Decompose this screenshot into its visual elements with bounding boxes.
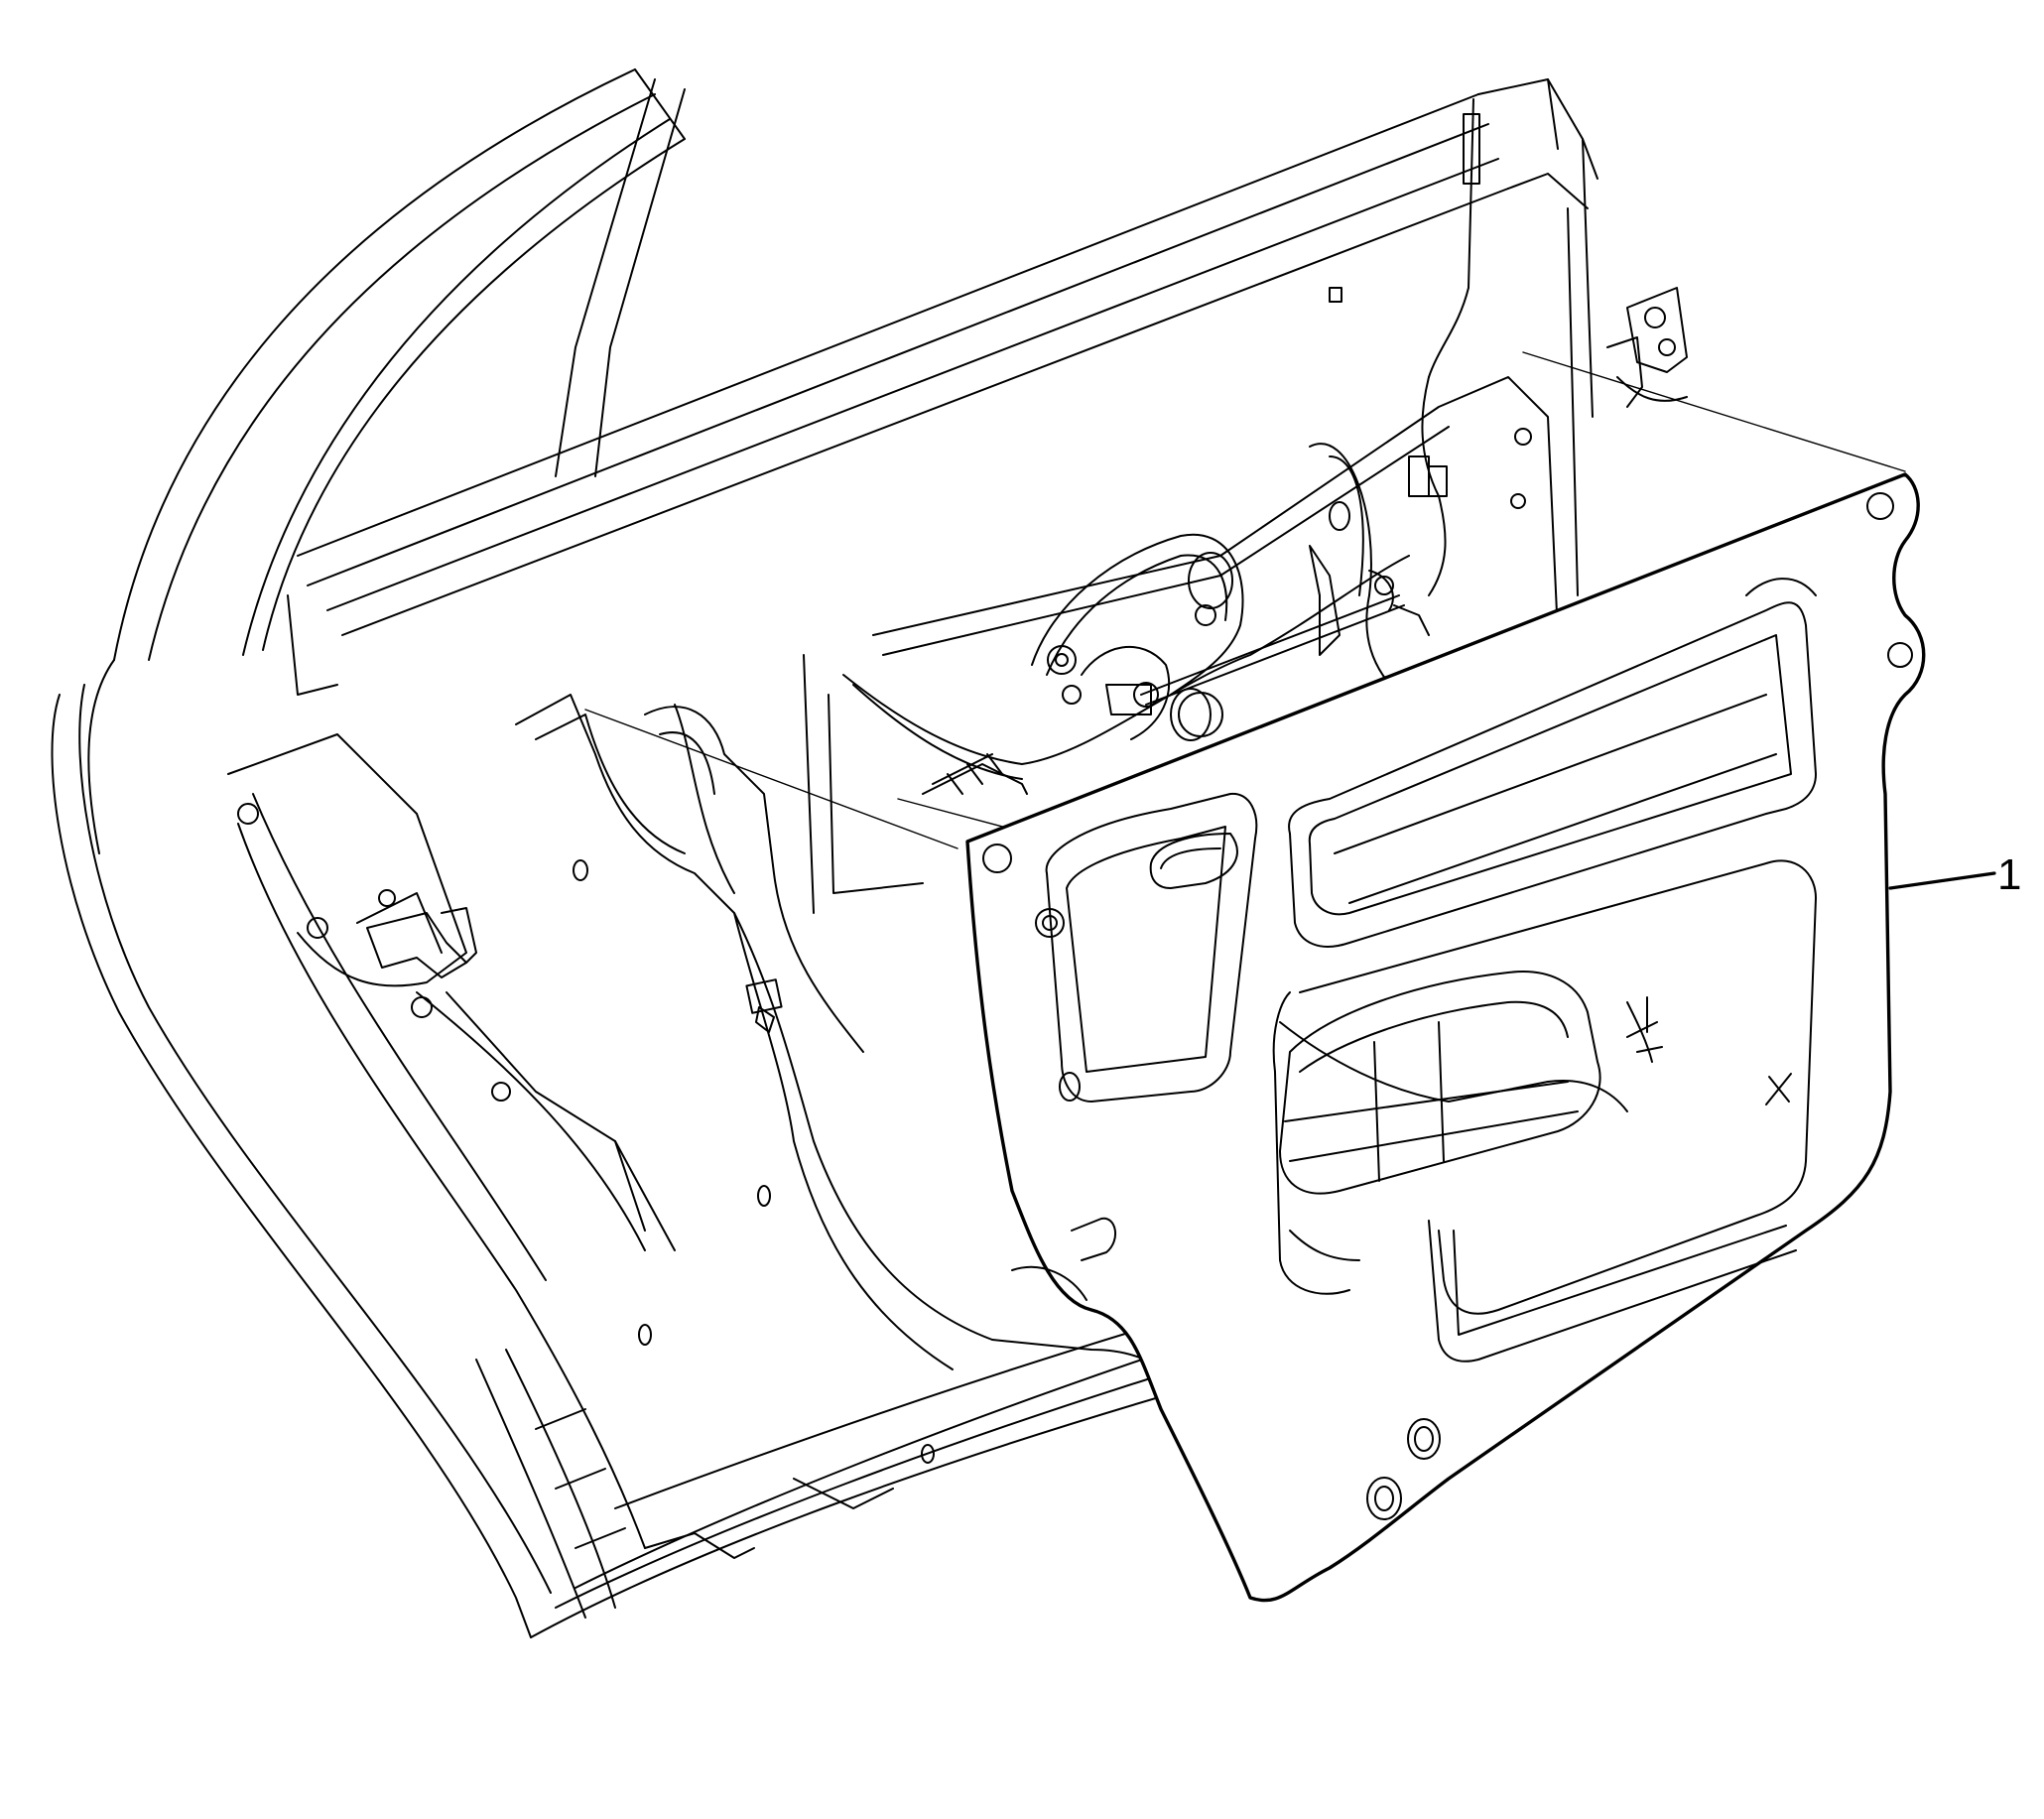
door-shell [51, 659, 1221, 1638]
callout-label: 1 [1997, 850, 2021, 899]
inner-door-hardware [803, 287, 1688, 914]
callout-leader-line [1888, 871, 1996, 890]
door-frame [113, 68, 1598, 696]
callout-1: 1 [1888, 850, 2021, 899]
water-deflector-panel [965, 472, 1926, 1603]
